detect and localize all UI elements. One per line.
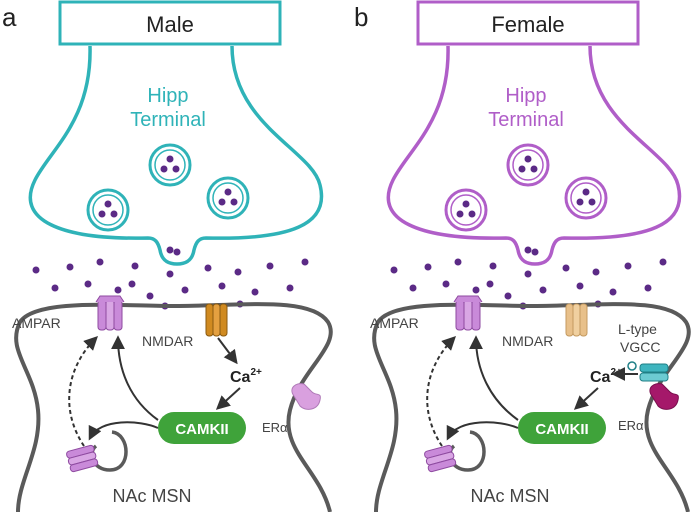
camkii-to-endosome-arrow bbox=[446, 421, 519, 441]
ampar-label: AMPAR bbox=[370, 315, 419, 331]
ampar-receptor bbox=[95, 295, 125, 331]
terminal-label-line2: Terminal bbox=[488, 109, 564, 131]
panel-a: a Male Hipp Terminal bbox=[2, 0, 333, 512]
vesicle bbox=[206, 176, 250, 220]
terminal-label-line1: Hipp bbox=[147, 85, 188, 107]
er-alpha-label: ERα bbox=[618, 418, 644, 433]
internalized-ampar bbox=[424, 444, 457, 473]
vesicle bbox=[148, 143, 192, 187]
sex-label-box bbox=[58, 0, 282, 46]
vgcc-label-line1: L-type bbox=[618, 321, 657, 337]
vesicle bbox=[564, 176, 608, 220]
nmdar-label: NMDAR bbox=[502, 333, 553, 349]
ampar-label: AMPAR bbox=[12, 315, 61, 331]
ampar-trafficking-arrow bbox=[426, 336, 456, 447]
camkii-label: CAMKII bbox=[175, 421, 228, 438]
panel-letter: b bbox=[354, 2, 368, 32]
nac-msn-label: NAc MSN bbox=[470, 486, 549, 506]
vesicle bbox=[506, 143, 550, 187]
nmdar-to-calcium-arrow bbox=[217, 337, 238, 365]
camkii-label: CAMKII bbox=[535, 421, 588, 438]
er-alpha-label: ERα bbox=[262, 420, 288, 435]
terminal-label-line1: Hipp bbox=[505, 85, 546, 107]
sex-label: Female bbox=[491, 12, 564, 37]
calcium-to-camkii-arrow bbox=[573, 387, 599, 410]
panel-b: b Female Hipp Terminal bbox=[354, 0, 691, 512]
nac-msn-membrane bbox=[372, 302, 691, 512]
hipp-terminal-membrane bbox=[28, 45, 324, 266]
vesicle bbox=[86, 188, 130, 232]
sex-label-box bbox=[416, 0, 640, 46]
camkii-pill bbox=[158, 412, 246, 444]
neurotransmitter-dots bbox=[32, 246, 309, 310]
sex-label: Male bbox=[146, 12, 194, 37]
calcium-label: Ca2+ bbox=[590, 367, 622, 386]
nmdar-label: NMDAR bbox=[142, 333, 193, 349]
vesicle bbox=[444, 188, 488, 232]
hipp-terminal-membrane bbox=[386, 45, 682, 266]
neurotransmitter-dots bbox=[390, 246, 667, 310]
calcium-to-camkii-arrow bbox=[215, 387, 241, 410]
nmdar-receptor bbox=[205, 303, 228, 337]
vgcc-label-line2: VGCC bbox=[620, 339, 660, 355]
internalized-ampar bbox=[66, 444, 99, 473]
er-alpha-receptor bbox=[649, 383, 679, 410]
ampar-receptor bbox=[453, 295, 483, 331]
camkii-pill bbox=[518, 412, 606, 444]
panel-letter: a bbox=[2, 2, 17, 32]
camkii-to-endosome-arrow bbox=[88, 421, 159, 441]
ampar-trafficking-arrow bbox=[68, 336, 98, 447]
nac-msn-label: NAc MSN bbox=[112, 486, 191, 506]
nmdar-receptor bbox=[565, 303, 588, 337]
terminal-label-line2: Terminal bbox=[130, 109, 206, 131]
camkii-to-ampar-arrow bbox=[469, 335, 519, 421]
camkii-to-ampar-arrow bbox=[111, 335, 159, 421]
vgcc-channel bbox=[627, 361, 669, 382]
nac-msn-membrane bbox=[14, 302, 333, 512]
calcium-label: Ca2+ bbox=[230, 367, 262, 386]
er-alpha-receptor bbox=[291, 383, 321, 410]
